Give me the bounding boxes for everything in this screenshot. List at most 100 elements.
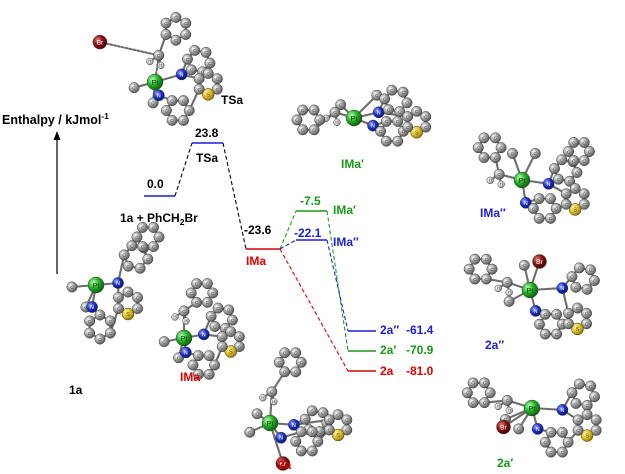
atom-label: C xyxy=(585,403,589,409)
platinum-atom xyxy=(175,329,193,347)
atom-label: C xyxy=(295,118,299,124)
carbon-atom xyxy=(153,49,165,61)
caption-2a1: 2a′ xyxy=(497,456,513,470)
carbon-atom xyxy=(137,222,148,233)
carbon-atom xyxy=(581,283,593,295)
carbon-atom xyxy=(132,303,143,314)
atom-label: C xyxy=(572,158,576,164)
atom-label: C xyxy=(424,125,428,131)
carbon-atom xyxy=(137,241,148,252)
atom-label: C xyxy=(517,427,521,433)
carbon-atom xyxy=(507,147,518,159)
atom-label: C xyxy=(549,450,553,456)
label-IMa1: IMa′ xyxy=(333,203,356,217)
carbon-atom xyxy=(273,356,285,368)
carbon-atom xyxy=(545,446,557,458)
carbon-atom xyxy=(297,104,309,116)
carbon-atom xyxy=(397,86,409,98)
atom-label: C xyxy=(197,372,201,378)
atom-label: C xyxy=(594,428,598,434)
carbon-atom xyxy=(589,391,600,403)
carbon-atom xyxy=(573,262,585,274)
carbon-atom xyxy=(158,336,170,348)
atom-label: C xyxy=(574,285,578,291)
atom-label: C xyxy=(312,128,316,134)
atom-label: C xyxy=(213,324,217,330)
atom-label: N xyxy=(534,309,538,315)
atom-label: C xyxy=(216,306,220,312)
atom-label: C xyxy=(523,263,527,269)
atom-label: C xyxy=(170,118,174,124)
carbon-atom xyxy=(461,387,473,399)
atom-label: Br xyxy=(536,259,543,266)
atom-label: C xyxy=(582,140,586,146)
carbon-atom xyxy=(568,155,580,166)
atom-label: Br xyxy=(280,461,287,468)
carbon-atom xyxy=(584,146,595,157)
carbon-atom xyxy=(203,350,215,362)
carbon-atom xyxy=(223,304,235,316)
nitrogen-atom xyxy=(556,404,569,416)
carbon-atom xyxy=(191,296,203,308)
atom-label: N xyxy=(377,110,381,116)
carbon-atom xyxy=(306,426,318,438)
carbon-atom xyxy=(503,295,515,307)
platinum-atom xyxy=(146,73,164,91)
carbon-atom xyxy=(581,307,592,319)
carbon-atom xyxy=(122,260,134,272)
atom-label: C xyxy=(197,76,201,82)
nitrogen-atom xyxy=(556,282,569,294)
atom-label: C xyxy=(184,21,188,27)
atom-label: Br xyxy=(97,40,104,47)
carbon-atom xyxy=(486,263,498,275)
atom-label: Pt xyxy=(526,286,534,295)
carbon-atom xyxy=(233,331,245,343)
carbon-atom xyxy=(588,275,600,287)
atom-label: C xyxy=(157,235,161,241)
carbon-atom xyxy=(467,397,479,409)
carbon-atom xyxy=(467,377,479,389)
atom-label: C xyxy=(195,281,199,287)
atom-label: C xyxy=(490,267,494,273)
atom-label: C xyxy=(466,391,470,397)
carbon-atom xyxy=(66,281,78,293)
atom-label: H xyxy=(148,59,151,64)
sulfur-atom xyxy=(580,429,594,442)
atom-label: C xyxy=(576,428,580,434)
atom-label: C xyxy=(109,331,113,337)
atom-label: Pt xyxy=(92,281,100,290)
atom-label: C xyxy=(538,322,542,328)
carbon-atom xyxy=(113,292,124,303)
atom-label: N xyxy=(292,423,296,429)
carbon-atom xyxy=(297,124,309,136)
atom-label: C xyxy=(567,149,571,155)
bromine-atom xyxy=(275,456,291,471)
carbon-atom xyxy=(551,308,563,320)
carbon-atom xyxy=(170,11,182,23)
atom-label: C xyxy=(511,151,515,157)
value-1a: 0.0 xyxy=(147,177,164,191)
carbon-atom xyxy=(545,212,556,224)
atom-label: C xyxy=(588,149,592,155)
carbon-atom xyxy=(380,135,392,147)
atom-label: H xyxy=(261,395,264,400)
carbon-atom xyxy=(472,142,484,154)
atom-label: N xyxy=(180,72,184,78)
nitrogen-atom xyxy=(531,423,544,435)
atom-label: C xyxy=(537,196,541,202)
atom-label: C xyxy=(534,151,538,157)
atom-label: C xyxy=(574,401,578,407)
carbon-atom xyxy=(386,84,398,96)
carbon-atom xyxy=(160,105,172,116)
carbon-atom xyxy=(329,106,341,118)
atom-label: C xyxy=(555,332,559,338)
carbon-atom xyxy=(551,328,563,340)
atom-label: C xyxy=(213,363,217,369)
carbon-atom xyxy=(563,307,574,319)
atom-label: C xyxy=(165,108,169,114)
carbon-atom xyxy=(556,426,568,438)
carbon-atom xyxy=(308,104,320,116)
carbon-atom xyxy=(84,327,96,339)
atom-label: C xyxy=(578,382,582,388)
atom-label: C xyxy=(505,280,509,286)
